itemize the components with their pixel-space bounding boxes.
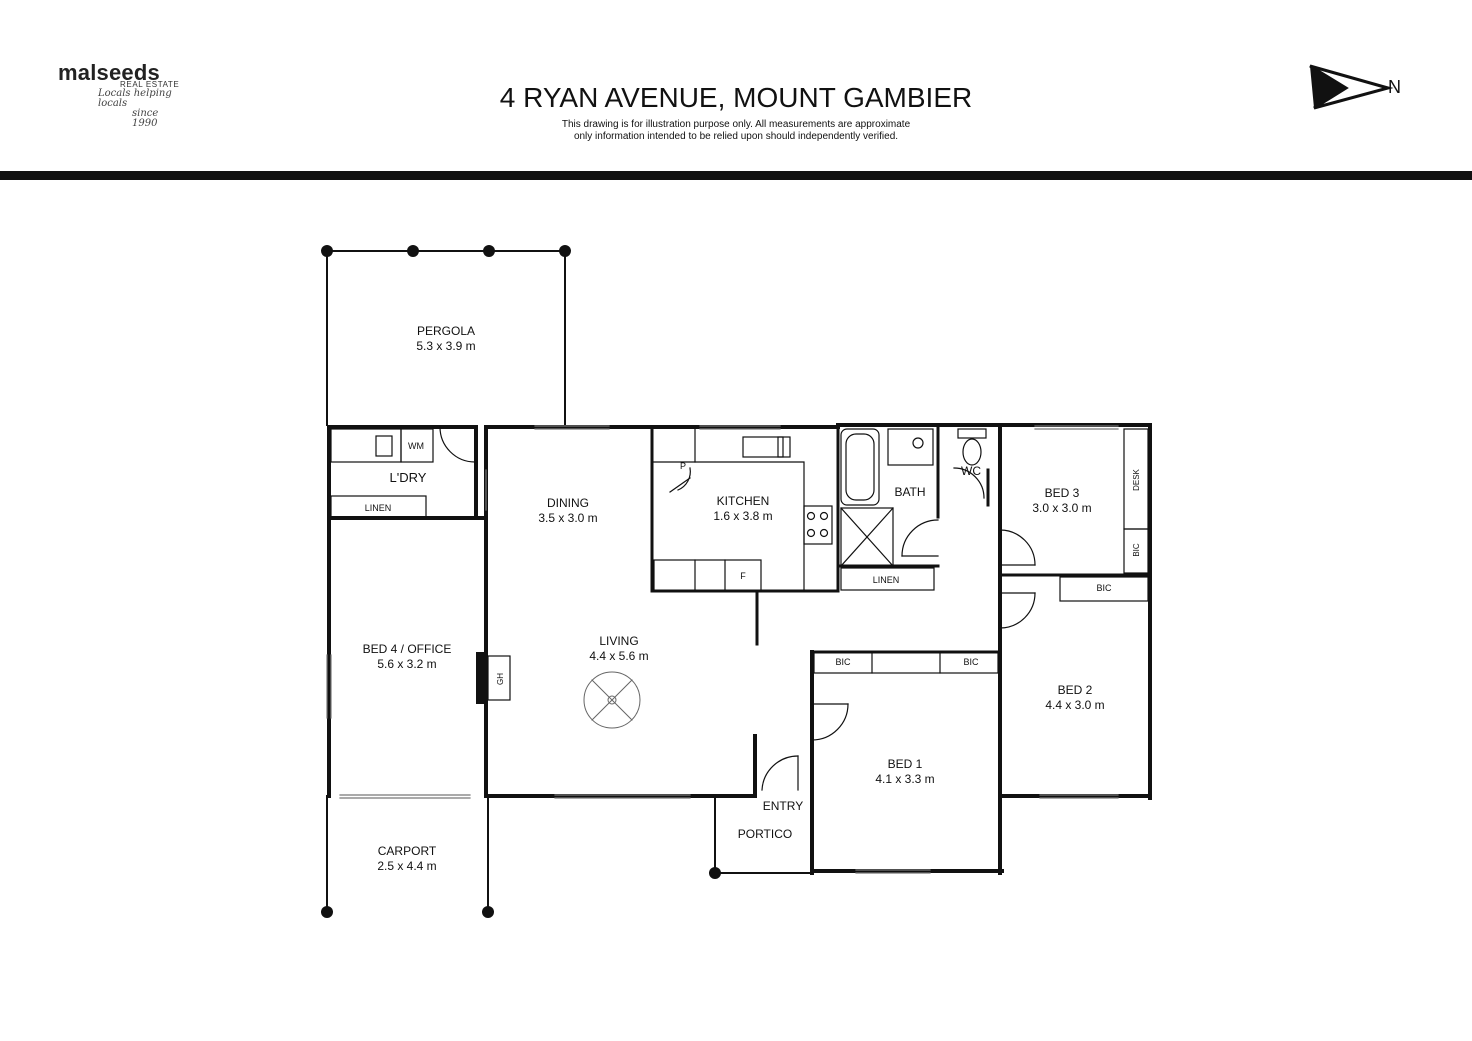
bed4-size: 5.6 x 3.2 m <box>377 657 436 671</box>
bed2-bic-label: BIC <box>1096 583 1112 593</box>
disclaimer: This drawing is for illustration purpose… <box>0 119 1472 143</box>
bed2-size: 4.4 x 3.0 m <box>1045 698 1104 712</box>
pantry-label: P <box>680 461 686 471</box>
carport-size: 2.5 x 4.4 m <box>377 859 436 873</box>
ceiling-fan-icon <box>583 671 641 729</box>
north-label: N <box>1388 77 1401 97</box>
bed3-bic-label: BIC <box>1132 543 1141 557</box>
page-title: 4 RYAN AVENUE, MOUNT GAMBIER <box>499 82 973 113</box>
brand-tagline-line-2: since 1990 <box>132 108 159 129</box>
brand-logo: malseeds REAL ESTATE Locals helping loca… <box>58 60 188 129</box>
bed1-bic-label-b: BIC <box>963 657 979 667</box>
bed4-name: BED 4 / OFFICE <box>363 642 452 656</box>
carport-name: CARPORT <box>378 844 437 858</box>
pergola-size: 5.3 x 3.9 m <box>416 339 475 353</box>
gas-heater-box <box>487 655 511 701</box>
bed1-size: 4.1 x 3.3 m <box>875 772 934 786</box>
kitchen-name: KITCHEN <box>717 494 770 508</box>
brand-sub: REAL ESTATE <box>120 80 180 89</box>
bed1-bic-label-a: BIC <box>835 657 851 667</box>
pergola-posts <box>321 245 571 257</box>
bed1-name: BED 1 <box>888 757 923 771</box>
living-size: 4.4 x 5.6 m <box>589 649 648 663</box>
brand-tagline-line-1: Locals helping locals <box>98 88 172 109</box>
dining-name: DINING <box>547 496 589 510</box>
kitchen-size: 1.6 x 3.8 m <box>713 509 772 523</box>
entry-name: ENTRY <box>763 799 803 813</box>
interior-walls <box>650 423 1152 707</box>
header-rule <box>0 171 1472 180</box>
portico-name: PORTICO <box>738 827 792 841</box>
brand-tagline: Locals helping locals since 1990 <box>98 89 178 129</box>
bed3-size: 3.0 x 3.0 m <box>1032 501 1091 515</box>
washing-machine-label: WM <box>408 441 424 451</box>
gas-heater-label: GH <box>496 673 505 685</box>
brand-name: malseeds <box>58 60 160 85</box>
bathroom-fittings <box>840 428 987 591</box>
carport-post-right <box>482 906 494 918</box>
bed2-name: BED 2 <box>1058 683 1093 697</box>
portico-post <box>709 867 721 879</box>
laundry-fittings <box>330 428 434 518</box>
wc-name: WC <box>961 464 981 478</box>
carport-post-left <box>321 906 333 918</box>
carport-outline <box>326 795 489 913</box>
living-name: LIVING <box>599 634 638 648</box>
desk-label: DESK <box>1132 468 1141 490</box>
laundry-name: L'DRY <box>390 470 427 485</box>
laundry-linen-label: LINEN <box>365 503 392 513</box>
exterior-walls <box>327 423 1152 875</box>
bath-name: BATH <box>894 485 925 499</box>
fridge-label: F <box>740 571 746 581</box>
dining-size: 3.5 x 3.0 m <box>538 511 597 525</box>
heater-icon <box>476 652 486 704</box>
disclaimer-line-2: only information intended to be relied u… <box>573 131 899 142</box>
hall-linen-label: LINEN <box>873 575 900 585</box>
kitchen-fittings <box>653 428 833 592</box>
disclaimer-line-1: This drawing is for illustration purpose… <box>561 119 911 130</box>
north-arrow-icon: N <box>1309 64 1401 110</box>
bed3-name: BED 3 <box>1045 486 1080 500</box>
doors <box>439 426 1036 791</box>
portico-outline <box>714 795 813 874</box>
pergola-name: PERGOLA <box>417 324 475 338</box>
pergola-structure <box>326 250 566 426</box>
bedroom-fittings <box>813 428 1149 674</box>
windows <box>326 425 1119 874</box>
